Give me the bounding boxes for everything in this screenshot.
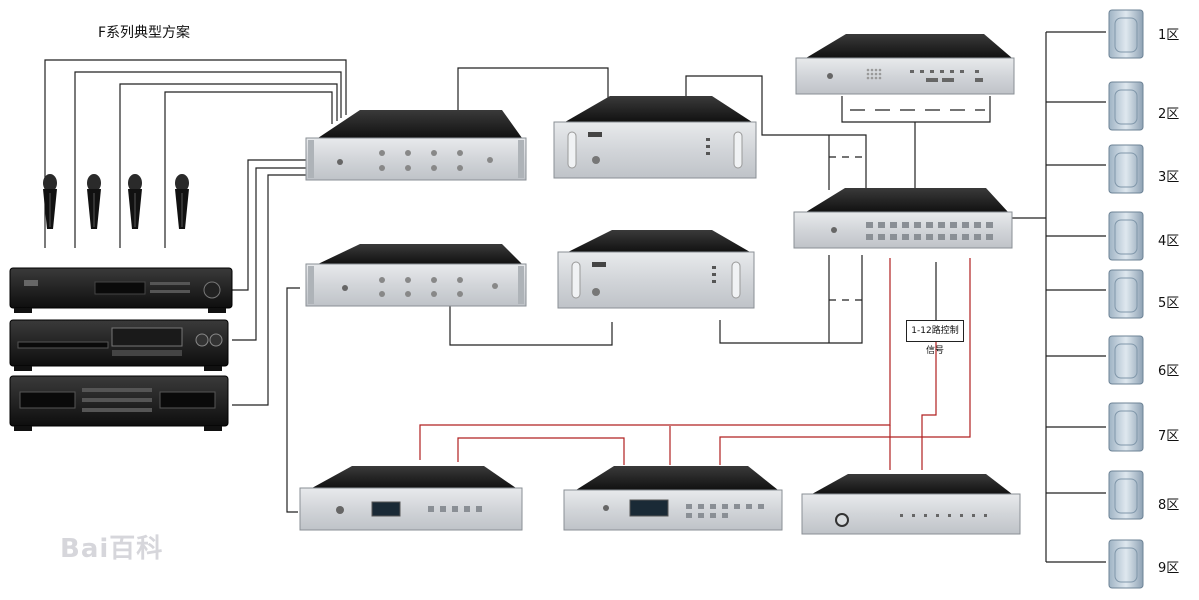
zone-label-2: 2区	[1158, 107, 1180, 122]
microphone-icon	[128, 174, 142, 229]
bgm-amplifier-unit-1	[553, 96, 757, 179]
speaker-icon	[1108, 9, 1144, 59]
wiring	[44, 31, 1106, 563]
zone-label-4: 4区	[1158, 234, 1180, 249]
preamp-unit-1	[305, 110, 527, 181]
cassette-deck-unit	[9, 375, 229, 431]
zone-selector-unit	[793, 188, 1013, 249]
microphone-icon	[175, 174, 189, 229]
speaker-icon	[1108, 335, 1144, 385]
timer-unit-1	[299, 466, 523, 531]
speaker-icon	[1108, 211, 1144, 261]
watermark: Bai百科	[60, 534, 164, 564]
source-units	[9, 267, 233, 431]
zone-label-8: 8区	[1158, 498, 1180, 513]
microphone-icons	[43, 174, 189, 229]
microphone-icon	[87, 174, 101, 229]
paging-control-unit	[795, 34, 1015, 95]
power-sequencer-unit	[801, 474, 1021, 535]
zone-label-3: 3区	[1158, 170, 1180, 185]
speaker-icons	[1108, 9, 1144, 589]
tuner-unit	[9, 267, 233, 313]
zone-label-5: 5区	[1158, 296, 1180, 311]
cd-player-unit	[9, 319, 229, 371]
zone-label-1: 1区	[1158, 28, 1180, 43]
speaker-icon	[1108, 81, 1144, 131]
microphone-icon	[43, 174, 57, 229]
speaker-icon	[1108, 269, 1144, 319]
control-wiring	[419, 258, 971, 470]
timer-unit-2	[563, 466, 783, 531]
bgm-amplifier-unit-2	[557, 230, 755, 309]
zone-label-9: 9区	[1158, 561, 1180, 576]
speaker-icon	[1108, 539, 1144, 589]
zone-label-6: 6区	[1158, 364, 1180, 379]
zone-label-7: 7区	[1158, 429, 1180, 444]
speaker-icon	[1108, 470, 1144, 520]
diagram-title: F系列典型方案	[98, 25, 191, 41]
control-signal-label: 1-12路控制信号	[906, 320, 964, 356]
preamp-unit-2	[305, 244, 527, 307]
speaker-icon	[1108, 144, 1144, 194]
speaker-icon	[1108, 402, 1144, 452]
